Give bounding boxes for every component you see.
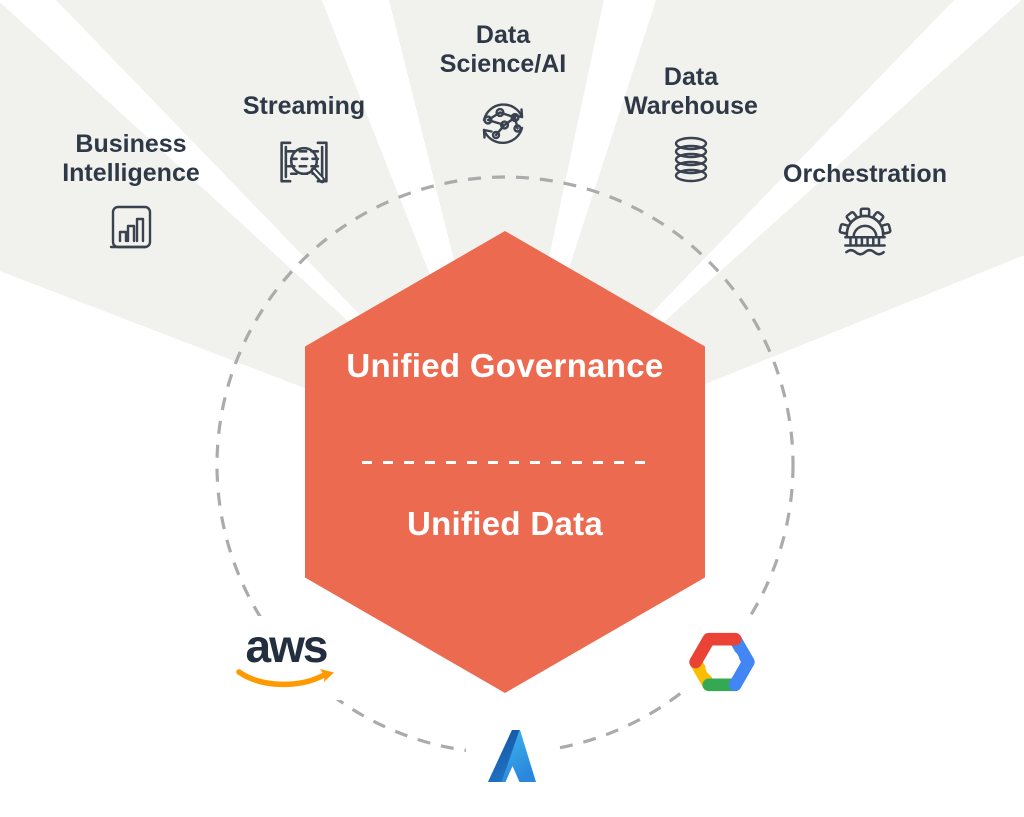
capability-label: Data Warehouse bbox=[624, 63, 758, 120]
bar-chart-icon bbox=[109, 205, 152, 249]
azure-icon bbox=[488, 730, 536, 782]
google-cloud-logo bbox=[682, 622, 762, 702]
aws-smile-icon bbox=[236, 668, 334, 687]
dashed-divider bbox=[362, 461, 648, 464]
unified-data-label: Unified Data bbox=[406, 505, 604, 542]
unified-governance-label: Unified Governance bbox=[346, 347, 664, 384]
capability-label: Data Science/AI bbox=[439, 21, 567, 78]
capability-label: Streaming bbox=[242, 92, 366, 120]
aws-logo-text: aws bbox=[245, 620, 329, 673]
capability-business-intelligence: Business Intelligence bbox=[31, 130, 231, 255]
stream-magnifier-icon bbox=[280, 141, 328, 184]
gear-bridge-icon bbox=[838, 207, 892, 256]
capability-data-science-ai: Data Science/AI bbox=[425, 21, 581, 154]
capability-data-warehouse: Data Warehouse bbox=[613, 63, 769, 184]
capability-label: Orchestration bbox=[783, 160, 947, 188]
capability-label: Business Intelligence bbox=[62, 130, 200, 187]
network-cycle-icon bbox=[482, 103, 524, 145]
google-cloud-icon bbox=[689, 632, 755, 692]
aws-logo: aws bbox=[230, 616, 342, 700]
azure-logo bbox=[466, 718, 550, 794]
capability-orchestration: Orchestration bbox=[765, 160, 965, 260]
database-icon bbox=[674, 136, 708, 183]
capability-streaming: Streaming bbox=[214, 92, 394, 190]
